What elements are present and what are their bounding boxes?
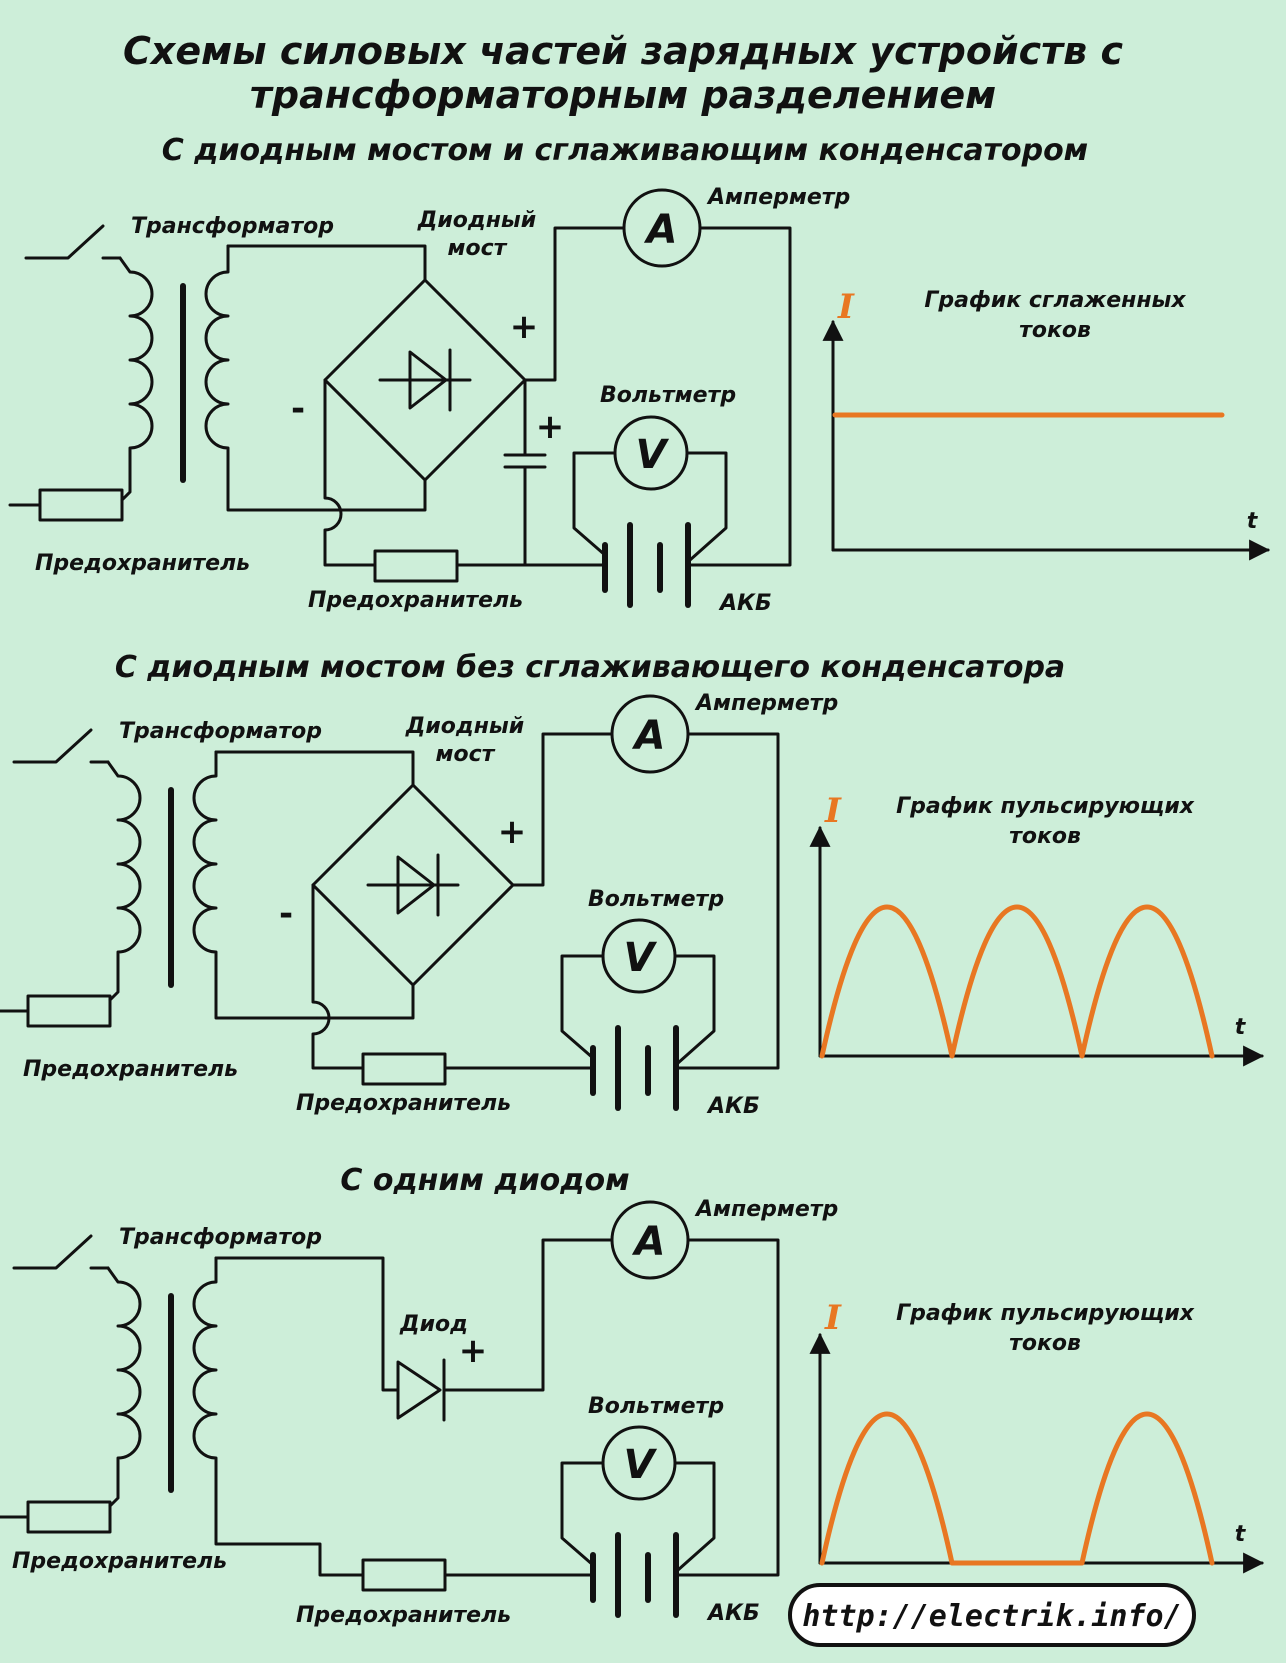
graph-title-line1: График пульсирующих: [896, 794, 1195, 819]
website-badge[interactable]: http://electrik.info/: [788, 1583, 1196, 1647]
transformer-label: Трансформатор: [119, 1225, 322, 1250]
fuse-bottom: [361, 1052, 447, 1086]
voltmeter-symbol: V: [624, 1442, 658, 1488]
battery: [598, 522, 722, 608]
axis-x-label: t: [1235, 1015, 1247, 1040]
website-link[interactable]: http://electrik.info/: [802, 1599, 1181, 1634]
voltmeter-symbol: V: [636, 432, 670, 478]
bridge-label-line2: мост: [448, 236, 508, 261]
ammeter-symbol: A: [644, 207, 678, 253]
fuse-left: [26, 1500, 112, 1534]
voltmeter-symbol: V: [624, 935, 658, 981]
battery-label: АКБ: [706, 1601, 760, 1626]
axis-y-label: I: [824, 791, 842, 831]
section-bridge-capacitor: С диодным мостом и сглаживающим конденса…: [8, 133, 1271, 616]
bridge-label-line2: мост: [436, 742, 496, 767]
secondary-winding: [204, 244, 332, 512]
main-title-line2: трансформаторным разделением: [250, 73, 996, 117]
battery: [586, 1532, 710, 1618]
plus-sign: +: [498, 812, 527, 852]
ammeter-label: Амперметр: [694, 691, 838, 716]
fuse-bottom-label: Предохранитель: [296, 1603, 511, 1628]
graph-title-line2: токов: [1009, 824, 1081, 849]
diode: [396, 1358, 446, 1422]
fuse-left-label: Предохранитель: [35, 551, 250, 576]
fuse-left: [38, 488, 124, 522]
axis-x-label: t: [1235, 1522, 1247, 1547]
diode-bridge: [323, 278, 527, 482]
voltmeter-label: Вольтметр: [600, 383, 736, 408]
fuse-left-label: Предохранитель: [23, 1057, 238, 1082]
pulsating-current-curve: [819, 904, 1215, 1059]
secondary-winding: [192, 1256, 365, 1577]
fuse-bottom: [373, 549, 459, 583]
axis-y-label: I: [824, 1298, 842, 1338]
transformer-label: Трансформатор: [131, 214, 334, 239]
graph-title-line1: График сглаженных: [924, 288, 1186, 313]
battery-label: АКБ: [706, 1094, 760, 1119]
primary-winding: [106, 760, 142, 1002]
battery-label: АКБ: [718, 591, 772, 616]
secondary-winding: [192, 750, 320, 1020]
section-heading: С диодным мостом и сглаживающим конденса…: [162, 133, 1088, 168]
fuse-bottom-label: Предохранитель: [308, 588, 523, 613]
plus-sign: +: [459, 1331, 488, 1371]
fuse-bottom: [361, 1558, 447, 1592]
graph-title-line2: токов: [1019, 318, 1091, 343]
primary-winding: [106, 1266, 142, 1508]
fuse-left-label: Предохранитель: [12, 1549, 227, 1574]
switch: [12, 1234, 110, 1270]
graph-smoothed: I t График сглаженных токов: [822, 287, 1271, 561]
section-heading: С одним диодом: [340, 1163, 629, 1198]
ammeter-label: Амперметр: [706, 185, 850, 210]
voltmeter-label: Вольтметр: [588, 1394, 724, 1419]
graph-pulsating-halfwave: I t График пульсирующих токов: [809, 1298, 1265, 1574]
pulsating-current-curve: [819, 1411, 1215, 1566]
ammeter-symbol: A: [632, 713, 666, 759]
graph-title-line2: токов: [1009, 1331, 1081, 1356]
section-bridge-no-capacitor: С диодным мостом без сглаживающего конде…: [0, 650, 1265, 1119]
diode-bridge: [311, 783, 515, 987]
graph-title-line1: График пульсирующих: [896, 1301, 1195, 1326]
capacitor-plus-sign: +: [536, 407, 565, 447]
plus-sign: +: [510, 307, 539, 347]
minus-sign: -: [291, 389, 305, 429]
axis-y-label: I: [837, 287, 855, 327]
section-heading: С диодным мостом без сглаживающего конде…: [115, 650, 1065, 685]
voltmeter-label: Вольтметр: [588, 887, 724, 912]
transformer-label: Трансформатор: [119, 719, 322, 744]
battery: [586, 1025, 710, 1111]
primary-winding: [118, 256, 154, 502]
graph-pulsating-fullwave: I t График пульсирующих токов: [809, 791, 1265, 1067]
bridge-label-line1: Диодный: [405, 714, 524, 739]
switch: [12, 728, 110, 764]
fuse-bottom-label: Предохранитель: [296, 1091, 511, 1116]
minus-sign: -: [279, 894, 293, 934]
main-title-line1: Схемы силовых частей зарядных устройств …: [123, 29, 1123, 73]
ammeter-symbol: A: [632, 1219, 666, 1265]
fuse-left: [26, 994, 112, 1028]
section-single-diode: С одним диодом Трансфор: [0, 1163, 1265, 1628]
diode-label: Диод: [399, 1312, 468, 1337]
switch: [24, 224, 122, 260]
axis-x-label: t: [1247, 509, 1259, 534]
ammeter-label: Амперметр: [694, 1197, 838, 1222]
bridge-label-line1: Диодный: [417, 208, 536, 233]
